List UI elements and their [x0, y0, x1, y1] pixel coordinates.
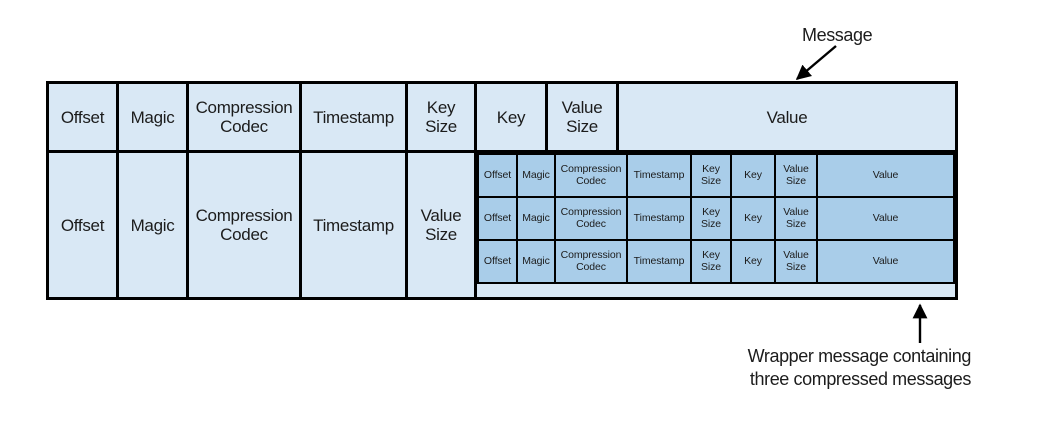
wrapper-value-area: Offset Magic Compression Codec Timestamp…	[477, 153, 955, 297]
header-cell-value-size: Value Size	[548, 84, 616, 150]
inner-cell-magic: Magic	[518, 198, 554, 239]
inner-cell-timestamp: Timestamp	[628, 241, 690, 282]
wrapper-value-strip	[477, 284, 955, 297]
wrapper-cell-compression-codec: Compression Codec	[189, 153, 299, 297]
inner-cell-timestamp: Timestamp	[628, 198, 690, 239]
wrapper-cell-timestamp: Timestamp	[302, 153, 405, 297]
inner-cell-compression-codec: Compression Codec	[556, 198, 626, 239]
header-cell-offset: Offset	[49, 84, 116, 150]
wrapper-annotation-line2: three compressed messages	[749, 369, 972, 389]
inner-cell-value-size: Value Size	[776, 198, 816, 239]
wrapper-cell-offset: Offset	[49, 153, 116, 297]
inner-cell-key: Key	[732, 155, 774, 196]
header-cell-magic: Magic	[119, 84, 186, 150]
header-cell-value: Value	[619, 84, 955, 150]
header-cell-key-size: Key Size	[408, 84, 474, 150]
inner-cell-key-size: Key Size	[692, 198, 730, 239]
inner-cell-value: Value	[818, 155, 953, 196]
inner-cell-key-size: Key Size	[692, 241, 730, 282]
compressed-messages-stack: Offset Magic Compression Codec Timestamp…	[477, 153, 955, 284]
message-header-row: Offset Magic Compression Codec Timestamp…	[49, 84, 955, 150]
wrapper-cell-magic: Magic	[119, 153, 186, 297]
inner-cell-key: Key	[732, 198, 774, 239]
inner-cell-value-size: Value Size	[776, 155, 816, 196]
header-cell-key: Key	[477, 84, 545, 150]
inner-cell-value-size: Value Size	[776, 241, 816, 282]
wrapper-message-row: Offset Magic Compression Codec Timestamp…	[49, 153, 955, 297]
message-arrow	[795, 45, 837, 80]
inner-cell-value: Value	[818, 241, 953, 282]
compressed-message-3: Offset Magic Compression Codec Timestamp…	[479, 241, 953, 282]
header-cell-timestamp: Timestamp	[302, 84, 405, 150]
inner-cell-compression-codec: Compression Codec	[556, 241, 626, 282]
wrapper-cell-value-size: Value Size	[408, 153, 474, 297]
header-cell-compression-codec: Compression Codec	[189, 84, 299, 150]
inner-cell-value: Value	[818, 198, 953, 239]
inner-cell-key: Key	[732, 241, 774, 282]
inner-cell-timestamp: Timestamp	[628, 155, 690, 196]
inner-cell-offset: Offset	[479, 198, 516, 239]
inner-cell-offset: Offset	[479, 155, 516, 196]
inner-cell-compression-codec: Compression Codec	[556, 155, 626, 196]
message-annotation: Message	[802, 25, 873, 45]
compressed-message-2: Offset Magic Compression Codec Timestamp…	[479, 198, 953, 239]
message-format-table: Offset Magic Compression Codec Timestamp…	[46, 81, 958, 300]
compressed-message-1: Offset Magic Compression Codec Timestamp…	[479, 155, 953, 196]
inner-cell-magic: Magic	[518, 155, 554, 196]
inner-cell-magic: Magic	[518, 241, 554, 282]
inner-cell-offset: Offset	[479, 241, 516, 282]
wrapper-annotation: Wrapper message containing three compres…	[747, 345, 972, 391]
wrapper-annotation-line1: Wrapper message containing	[747, 346, 972, 366]
inner-cell-key-size: Key Size	[692, 155, 730, 196]
